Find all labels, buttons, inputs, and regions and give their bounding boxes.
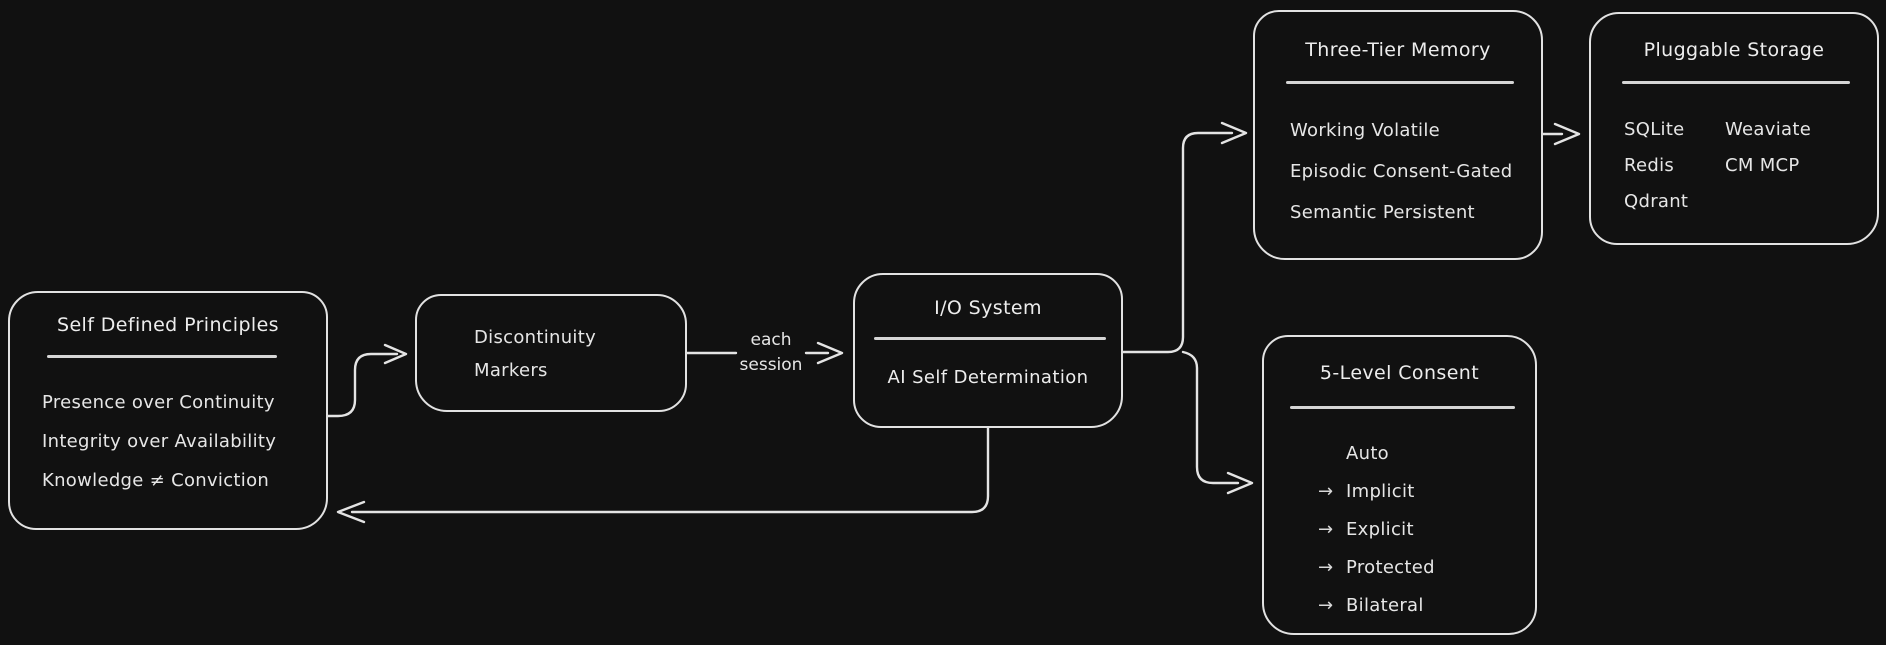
level-arrow-icon: → [1318, 519, 1334, 540]
node-item: Redis [1624, 155, 1675, 176]
node-item: Markers [474, 360, 548, 381]
arrow-io-to-consent-line [1181, 350, 1240, 485]
edge-label-line: session [739, 355, 803, 375]
node-item-label: Explicit [1346, 519, 1414, 540]
principles-items: Presence over Continuity Integrity over … [42, 383, 276, 500]
node-item: CM MCP [1725, 155, 1800, 176]
node-item-label: Implicit [1346, 481, 1415, 502]
arrow-memory-to-storage [1541, 122, 1581, 146]
storage-column-1: SQLite Redis Qdrant [1624, 112, 1688, 220]
arrow-io-to-principles-feedback [336, 426, 990, 524]
node-item: Episodic Consent-Gated [1290, 161, 1513, 182]
node-title: 5-Level Consent [1319, 362, 1480, 384]
node-item: Weaviate [1725, 119, 1812, 140]
node-item: Semantic Persistent [1290, 202, 1475, 223]
node-io-system: I/O System AI Self Determination [853, 273, 1123, 428]
arrow-principles-to-markers [326, 343, 408, 418]
node-title: Self Defined Principles [57, 314, 279, 336]
arrow-io-to-consent [1181, 350, 1254, 495]
node-pluggable-storage: Pluggable Storage SQLite Redis Qdrant We… [1589, 12, 1879, 245]
arrow-principles-to-markers-head [383, 343, 408, 365]
consent-items: Auto → Implicit → Explicit → Protected → Bil… [1318, 435, 1435, 625]
node-discontinuity-markers: Discontinuity Markers [415, 294, 687, 412]
node-item: Discontinuity [474, 327, 597, 348]
arrow-io-to-consent-head [1226, 471, 1254, 495]
node-item: Knowledge ≠ Conviction [42, 470, 270, 491]
node-item: Working Volatile [1290, 120, 1441, 141]
node-subtitle: AI Self Determination [887, 367, 1089, 388]
title-divider [47, 355, 277, 358]
level-arrow-icon: → [1318, 481, 1334, 502]
arrow-io-to-principles-feedback-line [350, 426, 990, 514]
memory-items: Working Volatile Episodic Consent-Gated … [1290, 110, 1512, 233]
node-item: SQLite [1624, 119, 1685, 140]
node-self-defined-principles: Self Defined Principles Presence over Co… [8, 291, 328, 530]
node-item-label: Protected [1346, 557, 1435, 578]
node-item: → Explicit [1318, 511, 1435, 549]
node-item: Integrity over Availability [42, 431, 277, 452]
arrow-io-to-memory-head [1220, 121, 1248, 145]
storage-column-2: Weaviate CM MCP [1725, 112, 1811, 184]
node-title: Three-Tier Memory [1305, 39, 1491, 61]
node-title: Pluggable Storage [1643, 39, 1825, 61]
node-item: Qdrant [1624, 191, 1689, 212]
arrow-markers-to-io-head [816, 341, 844, 365]
node-item: → Protected [1318, 549, 1435, 587]
title-divider [1622, 81, 1850, 84]
edge-label-each-session: each session [726, 328, 816, 378]
edge-label-line: each [750, 330, 792, 350]
arrow-principles-to-markers-line [326, 352, 399, 418]
node-item-label: Bilateral [1346, 595, 1424, 616]
title-divider [874, 337, 1106, 340]
level-arrow-icon: → [1318, 557, 1334, 578]
title-divider [1286, 81, 1514, 84]
arrow-io-to-memory-line [1121, 131, 1234, 354]
markers-text: Discontinuity Markers [474, 321, 596, 387]
level-arrow-icon: → [1318, 595, 1334, 616]
node-five-level-consent: 5-Level Consent Auto → Implicit → Explicit… [1262, 335, 1537, 635]
node-item-label: Auto [1346, 443, 1389, 464]
arrow-io-to-principles-feedback-head [336, 500, 366, 524]
arrow-memory-to-storage-head [1553, 122, 1581, 146]
node-three-tier-memory: Three-Tier Memory Working Volatile Episo… [1253, 10, 1543, 260]
arrow-io-to-memory [1121, 121, 1248, 354]
node-item: → Implicit [1318, 473, 1435, 511]
node-item: Auto [1318, 435, 1435, 473]
title-divider [1290, 406, 1515, 409]
node-title: I/O System [934, 297, 1042, 319]
node-item: Presence over Continuity [42, 392, 275, 413]
node-item: → Bilateral [1318, 587, 1435, 625]
arrow-markers-to-io [685, 341, 844, 365]
